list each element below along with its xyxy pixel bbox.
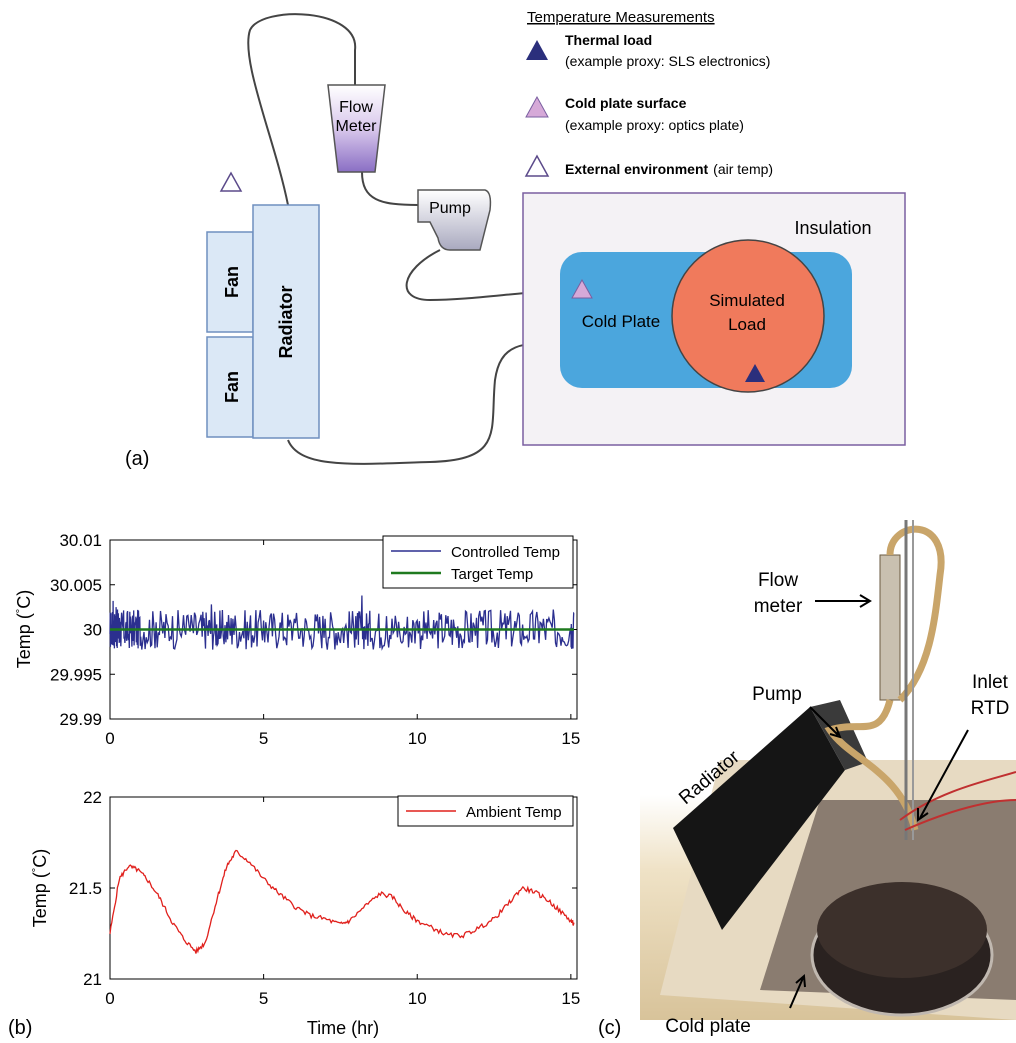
fan-label-1: Fan (222, 266, 242, 298)
legend-title: Temperature Measurements (527, 9, 715, 26)
legend-external-icon (524, 154, 550, 177)
x-tick-label: 15 (561, 729, 580, 748)
y-tick-label: 29.995 (50, 665, 102, 684)
legend-external-text: External environment (air temp) (565, 161, 773, 177)
chart2-ylabel: Temp (°C) (30, 849, 50, 927)
simulated-load-label-line2: Load (728, 315, 766, 334)
y-tick-label: 21.5 (69, 879, 102, 898)
thermal-load-marker (745, 364, 765, 382)
insulation-label: Insulation (794, 218, 871, 238)
pump-box (417, 189, 492, 251)
panel-c-photo: Flow meter Pump Inlet RTD Radiator Cold … (598, 520, 1016, 1039)
legend-label: Target Temp (451, 566, 533, 583)
radiator-label: Radiator (276, 285, 296, 358)
legend-thermal-load-title: Thermal load (565, 32, 652, 48)
chart2-xlabel: Time (hr) (307, 1018, 379, 1038)
y-tick-label: 29.99 (59, 710, 102, 729)
photo-arrow-inlet (917, 729, 969, 822)
x-tick-label: 15 (561, 989, 580, 1008)
y-tick-label: 30.01 (59, 531, 102, 550)
legend-box (382, 535, 574, 589)
cold-plate-label: Cold Plate (582, 312, 660, 331)
photo-arrow-cold-plate (789, 973, 806, 1009)
photo-arrow-pump (809, 706, 842, 739)
photo-radiator (673, 707, 845, 930)
photo-label-flow-meter-2: meter (754, 596, 803, 617)
y-tick-label: 22 (83, 788, 102, 807)
panel-b-charts: 0 5 10 15 29.99 29.995 30 30.005 30.01 Temp (°C)… (8, 531, 580, 1039)
legend-thermal-load-icon (526, 40, 548, 60)
cold-plate-surface-marker (571, 278, 593, 299)
legend-cold-plate-icon (525, 95, 549, 118)
flow-meter-box (327, 84, 386, 173)
photo-tube-arc (886, 525, 945, 703)
legend-cold-plate-title: Cold plate surface (565, 95, 687, 111)
chart1-ylabel: Temp (°C) (14, 590, 34, 668)
panel-a-diagram: Fan Fan Radiator Flow Meter Pump Insulat… (125, 9, 906, 470)
external-environment-marker (219, 171, 243, 192)
simulated-load-label-line1: Simulated (709, 291, 785, 310)
photo-flow-meter (879, 554, 901, 701)
radiator-box (252, 204, 320, 439)
legend-item-thermal-load: Thermal load (example proxy: SLS electro… (526, 32, 770, 69)
series-line-controlled-temp (109, 595, 575, 651)
fan-box-2 (206, 336, 254, 438)
x-tick-label: 5 (259, 729, 268, 748)
legend-label: Ambient Temp (466, 804, 562, 821)
photo-arrow-flow-meter (815, 594, 872, 608)
ambient-temp-chart: 0 5 10 15 21 21.5 22 Temp (°C) Ambient Temp (30, 788, 580, 1008)
legend-thermal-load-note: (example proxy: SLS electronics) (565, 53, 770, 69)
y-tick-label: 30 (83, 621, 102, 640)
x-tick-label: 5 (259, 989, 268, 1008)
tube-coldplate-to-radiator (287, 342, 569, 465)
series-line-ambient-temp (109, 849, 575, 954)
flow-meter-label-line2: Meter (336, 118, 378, 135)
panel-label-b: (b) (8, 1017, 32, 1039)
simulated-load (671, 239, 825, 393)
legend-cold-plate-note: (example proxy: optics plate) (565, 117, 744, 133)
fan-label-2: Fan (222, 371, 242, 403)
x-tick-label: 0 (105, 989, 114, 1008)
legend-item-cold-plate: Cold plate surface (example proxy: optic… (525, 95, 744, 133)
legend-external-title: External environment (565, 161, 708, 177)
tube-flowmeter-to-pump (361, 171, 419, 206)
photo-label-pump: Pump (752, 684, 802, 705)
photo-tube-lower (824, 699, 919, 831)
fan-box-1 (206, 231, 254, 333)
photo-label-inlet-1: Inlet (972, 672, 1009, 693)
pump-label: Pump (429, 200, 471, 217)
x-tick-label: 0 (105, 729, 114, 748)
legend-external-note: (air temp) (713, 161, 773, 177)
photo-label-inlet-2: RTD (971, 698, 1010, 719)
y-tick-label: 21 (83, 970, 102, 989)
photo-wires (899, 771, 1016, 831)
photo-label-cold-plate: Cold plate (665, 1016, 751, 1037)
legend-label: Controlled Temp (451, 544, 560, 561)
tube-radiator-to-flowmeter (247, 13, 357, 206)
panel-label-c: (c) (598, 1017, 621, 1039)
x-tick-label: 10 (408, 729, 427, 748)
controlled-temp-chart: 0 5 10 15 29.99 29.995 30 30.005 30.01 Temp (°C)… (14, 531, 580, 748)
legend-item-external-environment: External environment (air temp) (524, 154, 773, 177)
x-tick-label: 10 (408, 989, 427, 1008)
photo-label-flow-meter-1: Flow (758, 570, 798, 591)
panel-label-a: (a) (125, 448, 149, 470)
flow-meter-label-line1: Flow (339, 99, 373, 116)
photo-cold-plate-top (817, 882, 987, 978)
y-tick-label: 30.005 (50, 576, 102, 595)
